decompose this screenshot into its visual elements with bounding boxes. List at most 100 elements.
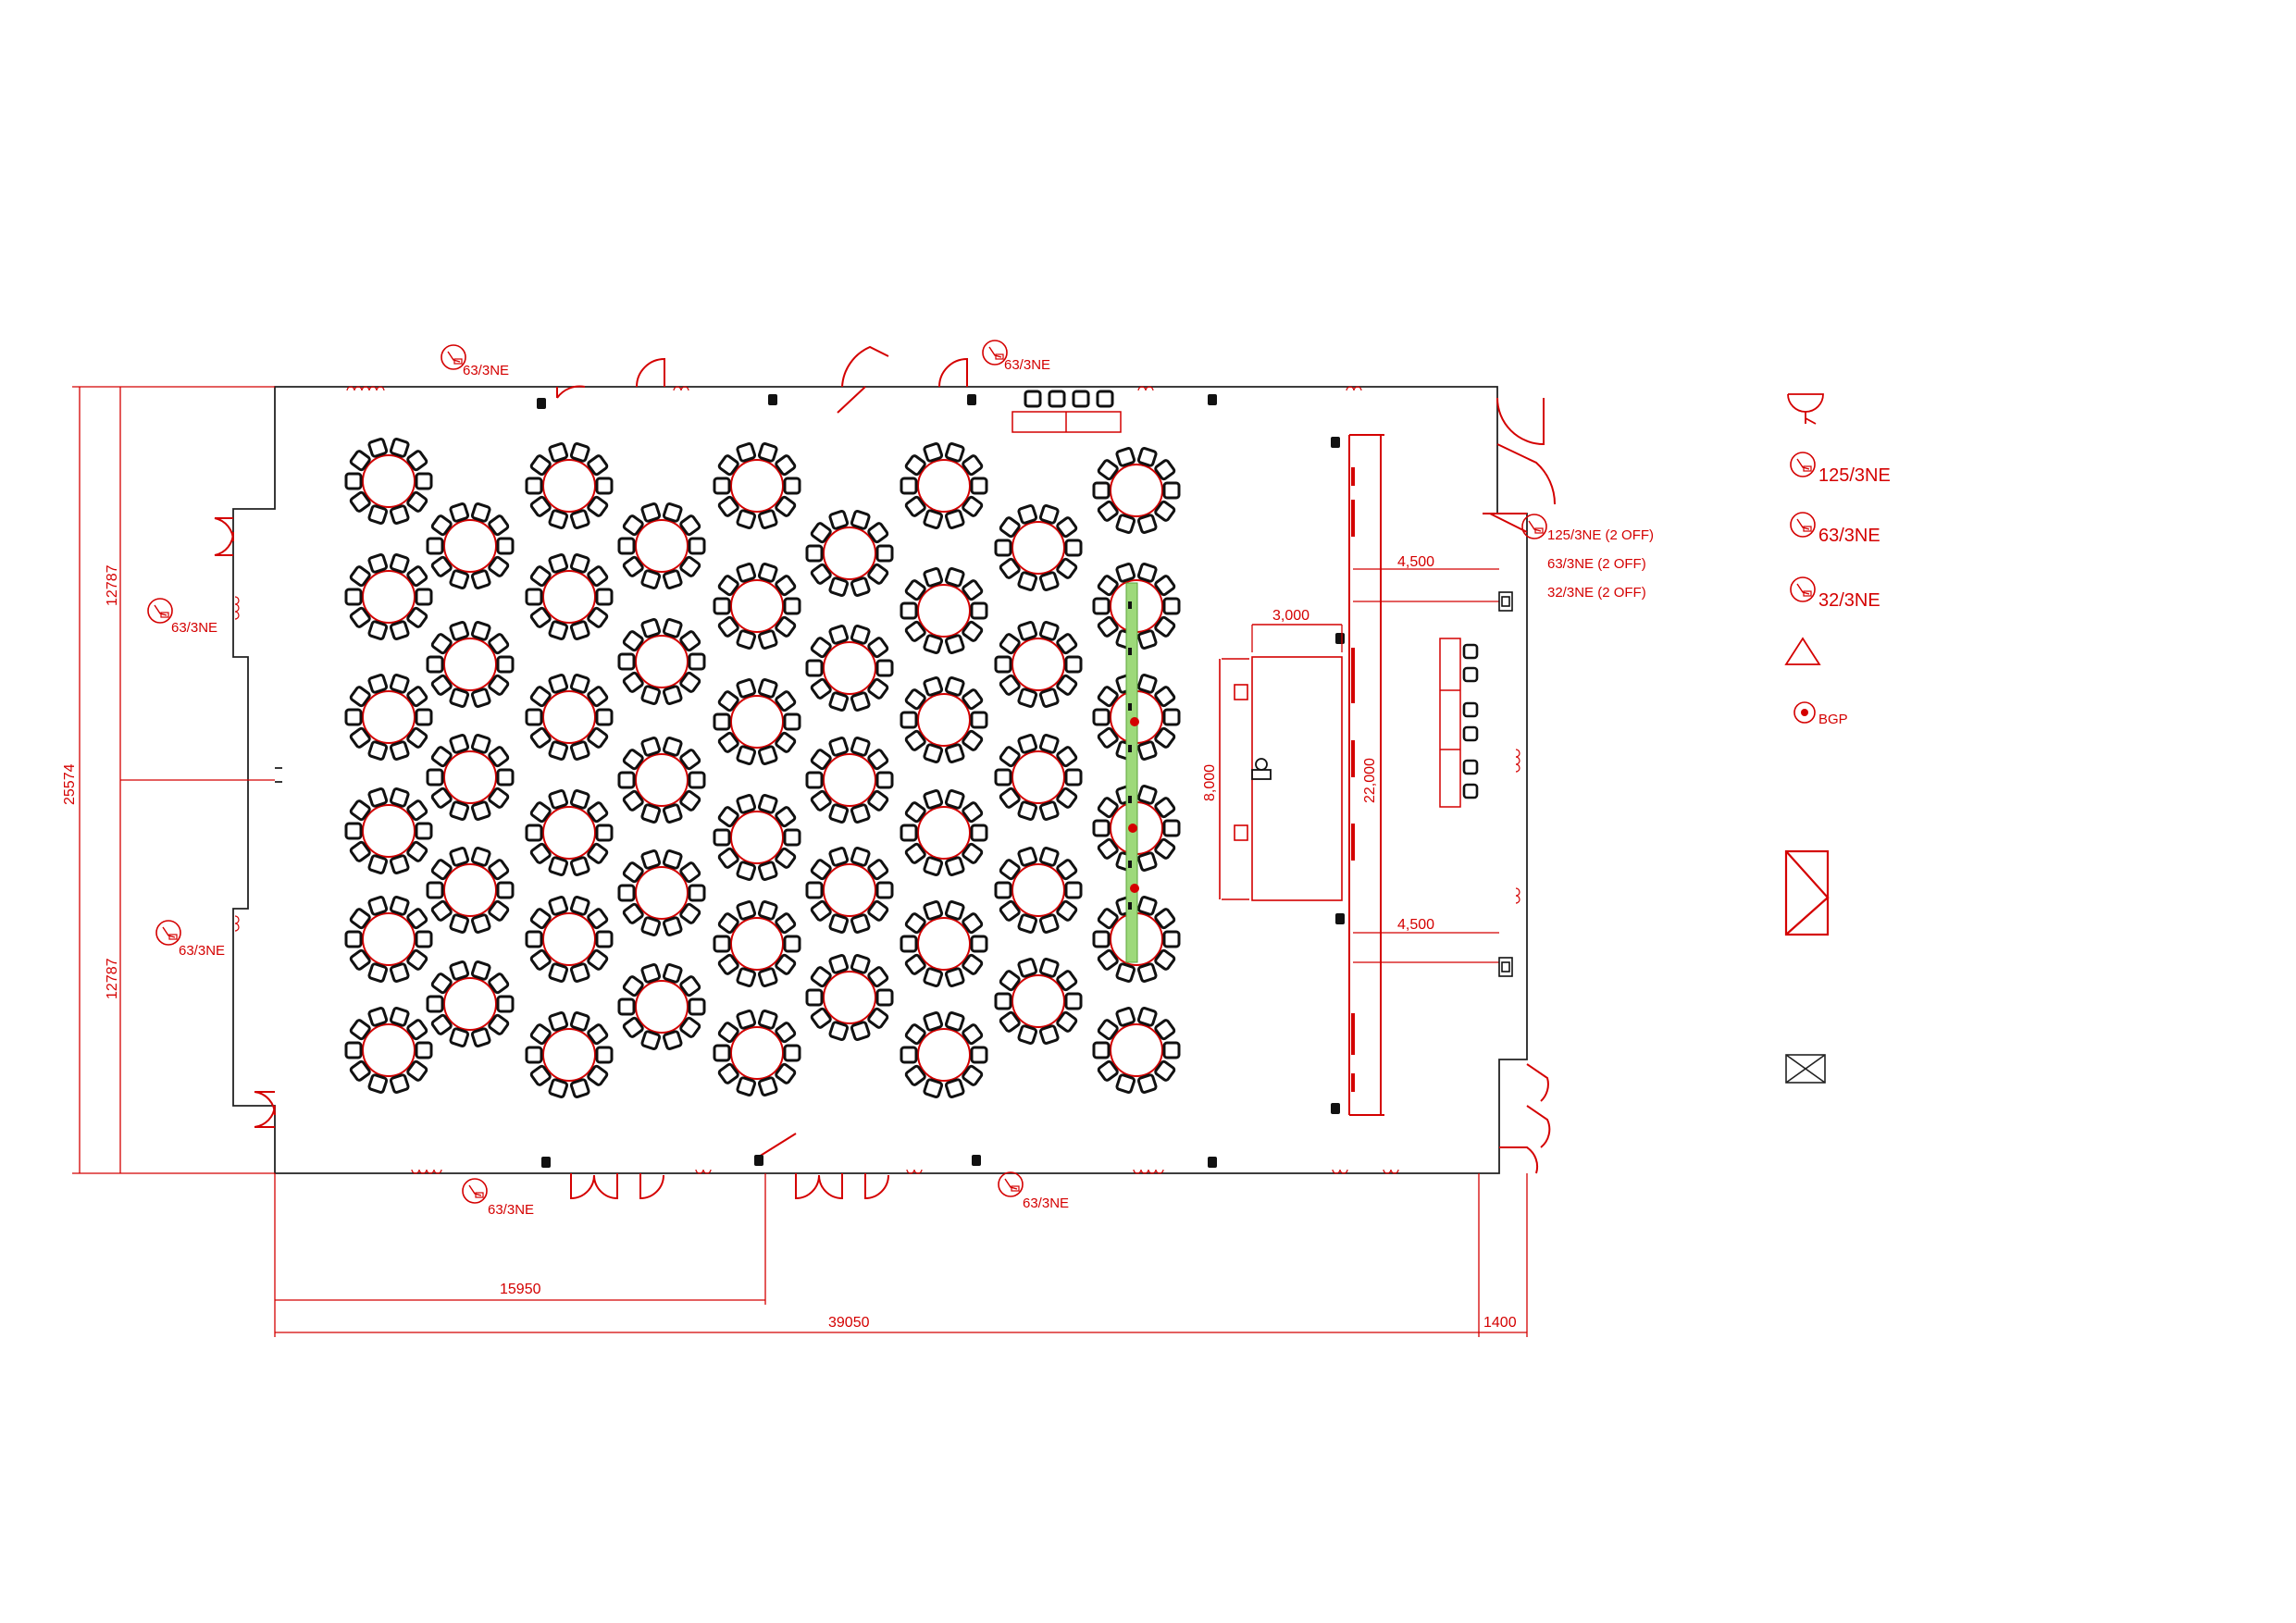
chair: [1038, 621, 1060, 641]
chair: [367, 504, 389, 525]
chair: [488, 674, 510, 696]
chair: [622, 630, 644, 652]
dimension-offset-lower: 4,500: [1397, 917, 1434, 933]
chair: [783, 597, 801, 615]
door-swing-icon: [254, 1091, 277, 1116]
chair: [496, 768, 515, 787]
uplight-legend-icon: [1787, 393, 1824, 425]
power-label: 63/3NE: [1023, 1196, 1069, 1211]
door-swing-icon: [1496, 397, 1545, 446]
dinner-table-icon: [713, 678, 801, 765]
dinner-table-icon: [617, 737, 706, 824]
chair: [569, 620, 590, 640]
chair: [783, 477, 801, 495]
chair: [713, 1044, 731, 1062]
chair: [548, 1078, 569, 1098]
chair: [587, 565, 609, 588]
chair: [805, 771, 824, 789]
chair: [622, 902, 644, 924]
chair: [488, 787, 510, 809]
chair: [805, 659, 824, 677]
chair: [810, 677, 832, 700]
dinner-table-icon: [617, 618, 706, 705]
chair: [828, 954, 850, 974]
power-outlet-icon: [155, 920, 181, 946]
chair: [344, 472, 363, 490]
chair: [617, 997, 636, 1016]
chair: [970, 824, 988, 842]
chair: [850, 737, 871, 757]
chair: [717, 847, 739, 869]
chair: [349, 726, 371, 749]
chair: [529, 495, 552, 517]
distribution-board-icon: [1498, 957, 1513, 977]
dinner-table-icon: [805, 510, 894, 597]
chair: [415, 588, 433, 606]
chair: [1092, 481, 1111, 500]
chair: [1017, 1024, 1038, 1045]
dimension-stage-width: 3,000: [1272, 608, 1309, 624]
chair: [717, 690, 739, 712]
dinner-table-icon: [426, 502, 515, 589]
chair: [944, 1078, 965, 1098]
chair: [962, 1064, 984, 1086]
chair: [736, 678, 757, 699]
power-outlet-icon: [1521, 514, 1547, 539]
chair: [1162, 1041, 1181, 1059]
chair: [999, 557, 1021, 579]
chair: [1154, 1059, 1176, 1082]
chair: [640, 685, 662, 705]
chair: [679, 630, 701, 652]
chair: [488, 555, 510, 577]
chair: [828, 803, 850, 824]
chair: [640, 803, 662, 824]
chair: [1017, 958, 1038, 978]
chair: [757, 861, 778, 881]
chair: [406, 908, 428, 930]
chair: [1097, 726, 1119, 749]
chair: [367, 962, 389, 983]
chair: [999, 674, 1021, 696]
chair: [488, 746, 510, 768]
chair: [496, 881, 515, 899]
door-swing-icon: [864, 1173, 889, 1200]
chair: [775, 806, 797, 828]
chair: [617, 537, 636, 555]
chair: [470, 621, 491, 641]
legend-label: 32/3NE: [1818, 590, 1880, 611]
chair: [970, 477, 988, 495]
chair: [525, 588, 543, 606]
chair: [1154, 726, 1176, 749]
chair: [496, 655, 515, 674]
chair: [349, 799, 371, 822]
chair: [548, 1011, 569, 1032]
dinner-table-icon: [525, 789, 614, 876]
chair: [640, 963, 662, 984]
chair: [867, 789, 889, 812]
chair: [1092, 708, 1111, 726]
chair: [640, 737, 662, 757]
chair: [1115, 514, 1136, 534]
chair: [1136, 785, 1158, 805]
chair: [548, 509, 569, 529]
chair: [944, 900, 965, 921]
dinner-table-icon: [525, 896, 614, 983]
chair: [1097, 686, 1119, 708]
chair: [529, 842, 552, 864]
chair: [1064, 881, 1083, 899]
chair: [367, 674, 389, 694]
chair: [717, 912, 739, 935]
chair: [1097, 837, 1119, 860]
chair: [1056, 674, 1078, 696]
chair: [1092, 597, 1111, 615]
chair: [717, 1062, 739, 1084]
chair: [1038, 571, 1060, 591]
chair: [962, 912, 984, 935]
chair: [904, 912, 926, 935]
power-outlet-icon: [462, 1178, 488, 1204]
chair: [875, 881, 894, 899]
chair: [569, 962, 590, 983]
chair: [867, 899, 889, 922]
door-swing-icon: [938, 357, 968, 388]
